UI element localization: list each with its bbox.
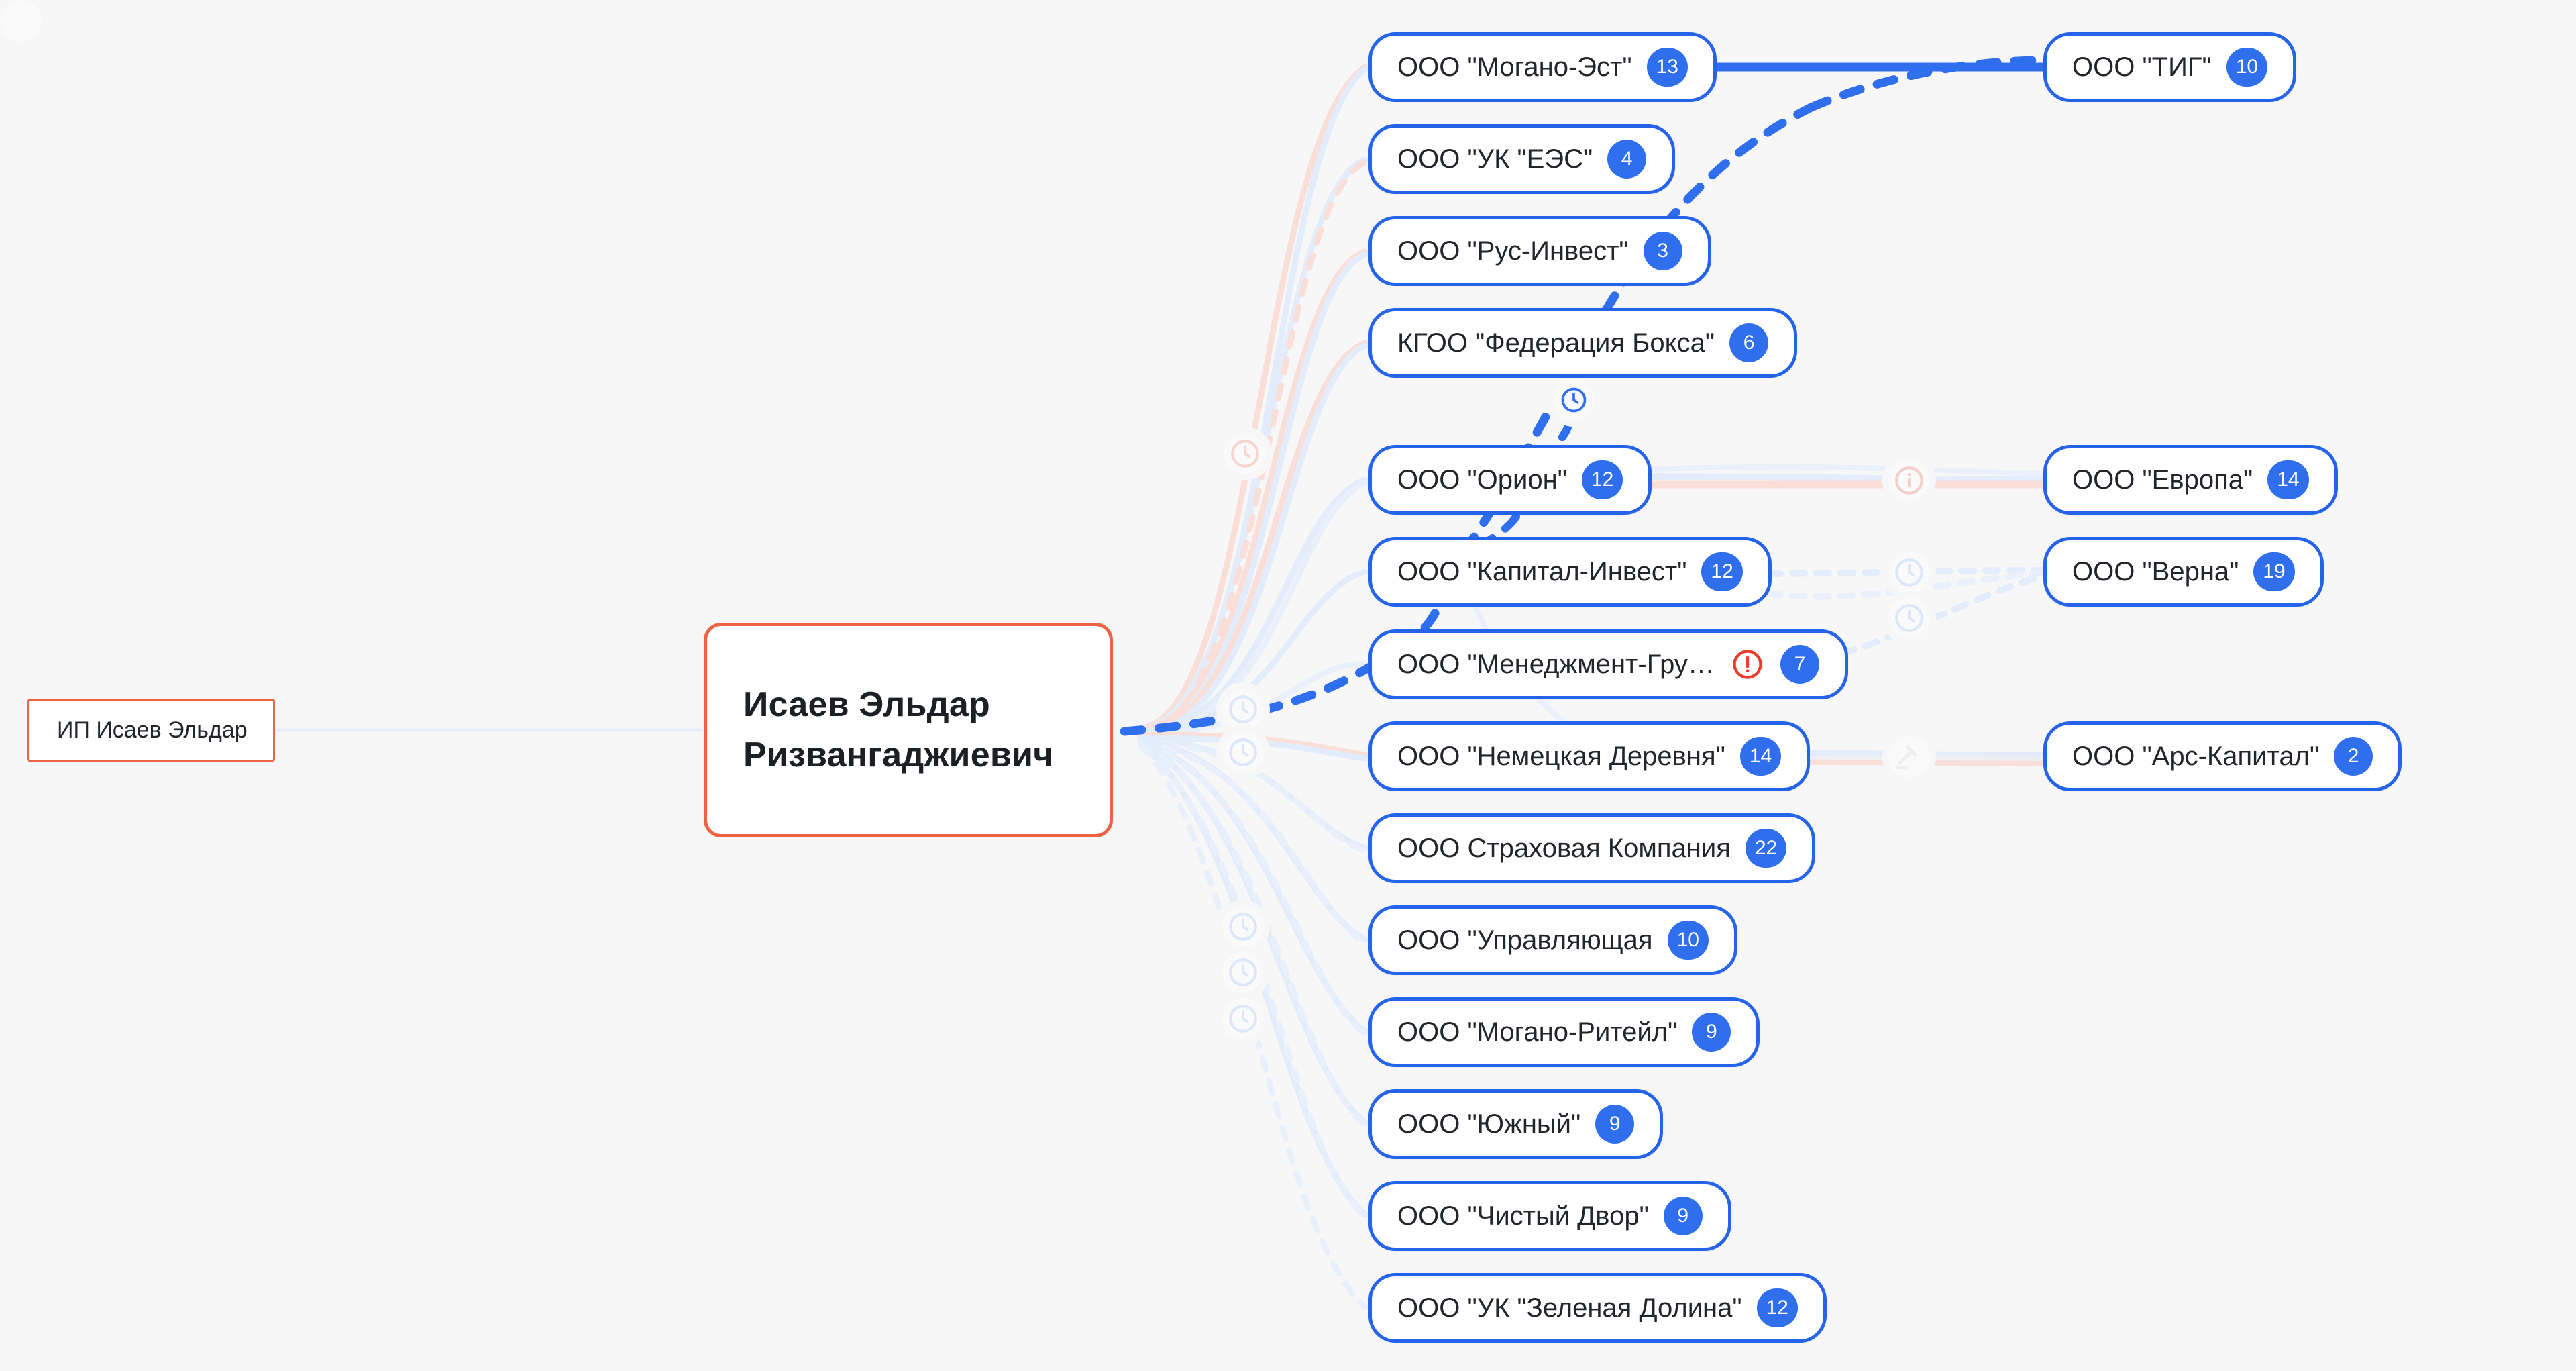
node-zelenaya-dolina[interactable]: ООО "УК "Зеленая Долина" 12 xyxy=(1368,1273,1827,1343)
status-badge: 12 xyxy=(1756,1288,1798,1327)
node-label: ООО "Могано-Эст" xyxy=(1397,52,1632,82)
status-badge: 12 xyxy=(1701,552,1743,591)
clock-icon xyxy=(1222,689,1264,730)
node-ip-isaev[interactable]: ИП Исаев Эльдар xyxy=(27,699,275,762)
status-badge: 12 xyxy=(1581,460,1623,499)
node-upravlyayushchaya[interactable]: ООО "Управляющая 10 xyxy=(1368,905,1737,975)
node-label: ООО "Могано-Ритейл" xyxy=(1397,1017,1678,1047)
status-badge: 14 xyxy=(1739,737,1782,776)
node-menedzhment-grupp[interactable]: ООО "Менеджмент-Гру… 7 xyxy=(1368,629,1848,699)
node-verna[interactable]: ООО "Верна" 19 xyxy=(2043,537,2324,607)
status-badge: 2 xyxy=(2334,737,2373,776)
node-chistyy-dvor[interactable]: ООО "Чистый Двор" 9 xyxy=(1368,1181,1731,1251)
node-yuzhnyy[interactable]: ООО "Южный" 9 xyxy=(1368,1089,1664,1159)
node-root-person[interactable]: Исаев Эльдар Ризвангаджиевич xyxy=(704,623,1113,837)
node-label: ИП Исаев Эльдар xyxy=(57,717,248,743)
node-kapital-invest[interactable]: ООО "Капитал-Инвест" 12 xyxy=(1368,537,1772,607)
status-badge: 9 xyxy=(1595,1105,1635,1144)
node-label: ООО "Капитал-Инвест" xyxy=(1397,557,1687,587)
node-label: ООО "Менеджмент-Гру… xyxy=(1397,650,1715,679)
node-label: ООО "Чистый Двор" xyxy=(1397,1201,1649,1231)
status-badge: 14 xyxy=(2267,460,2309,499)
node-label: ООО "Южный" xyxy=(1397,1109,1581,1139)
node-mogano-riteyl[interactable]: ООО "Могано-Ритейл" 9 xyxy=(1368,997,1760,1067)
node-label: КГОО "Федерация Бокса" xyxy=(1397,328,1715,358)
node-strahovaya-kompaniya[interactable]: ООО Страховая Компания 22 xyxy=(1368,813,1816,883)
page-title: Исаев Эльдар Ризвангаджиевич xyxy=(743,684,1054,774)
node-uk-ees[interactable]: ООО "УК "ЕЭС" 4 xyxy=(1368,124,1676,194)
node-mogano-est[interactable]: ООО "Могано-Эст" 13 xyxy=(1368,32,1717,102)
status-badge: 9 xyxy=(1692,1013,1731,1052)
node-federacia-boksa[interactable]: КГОО "Федерация Бокса" 6 xyxy=(1368,308,1798,378)
clock-icon xyxy=(1222,998,1264,1039)
node-label: ООО "Европа" xyxy=(2072,465,2253,495)
node-ars-kapital[interactable]: ООО "Арс-Капитал" 2 xyxy=(2043,721,2402,791)
status-badge: 22 xyxy=(1745,829,1787,868)
clock-icon xyxy=(1222,906,1264,948)
node-label: ООО "Немецкая Деревня" xyxy=(1397,742,1725,771)
gavel-icon xyxy=(1888,736,1930,778)
status-badge: 9 xyxy=(1663,1197,1703,1235)
node-orion[interactable]: ООО "Орион" 12 xyxy=(1368,445,1652,515)
node-label: ООО "Арс-Капитал" xyxy=(2072,742,2320,771)
node-label: ООО "Орион" xyxy=(1397,465,1567,495)
node-label: ООО "УК "Зеленая Долина" xyxy=(1397,1293,1742,1323)
node-evropa[interactable]: ООО "Европа" 14 xyxy=(2043,445,2338,515)
clock-icon xyxy=(1224,433,1266,474)
status-badge: 7 xyxy=(1780,645,1819,684)
status-badge: 13 xyxy=(1646,48,1688,87)
node-label: ООО "Рус-Инвест" xyxy=(1397,236,1629,266)
clock-icon xyxy=(1222,952,1264,993)
status-badge: 4 xyxy=(1607,140,1647,179)
node-label: ООО "УК "ЕЭС" xyxy=(1397,144,1593,174)
node-label: ООО "Управляющая xyxy=(1397,925,1653,955)
status-badge: 3 xyxy=(1643,232,1682,270)
node-label: ООО Страховая Компания xyxy=(1397,833,1731,863)
clock-icon xyxy=(0,0,42,42)
clock-icon xyxy=(1888,552,1930,593)
node-tig[interactable]: ООО "ТИГ" 10 xyxy=(2043,32,2297,102)
clock-icon xyxy=(1888,597,1930,639)
node-rus-invest[interactable]: ООО "Рус-Инвест" 3 xyxy=(1368,216,1711,286)
status-badge: 6 xyxy=(1729,323,1769,362)
node-label: ООО "Верна" xyxy=(2072,557,2239,587)
status-badge: 19 xyxy=(2253,552,2295,591)
node-nemeckaya-derevnya[interactable]: ООО "Немецкая Деревня" 14 xyxy=(1368,721,1811,791)
info-icon xyxy=(1888,460,1930,501)
status-badge: 10 xyxy=(1667,921,1709,960)
status-badge: 10 xyxy=(2226,48,2268,87)
node-label: ООО "ТИГ" xyxy=(2072,52,2212,82)
clock-icon xyxy=(1222,731,1264,773)
clock-icon xyxy=(1553,379,1595,421)
warning-icon xyxy=(1729,646,1766,682)
